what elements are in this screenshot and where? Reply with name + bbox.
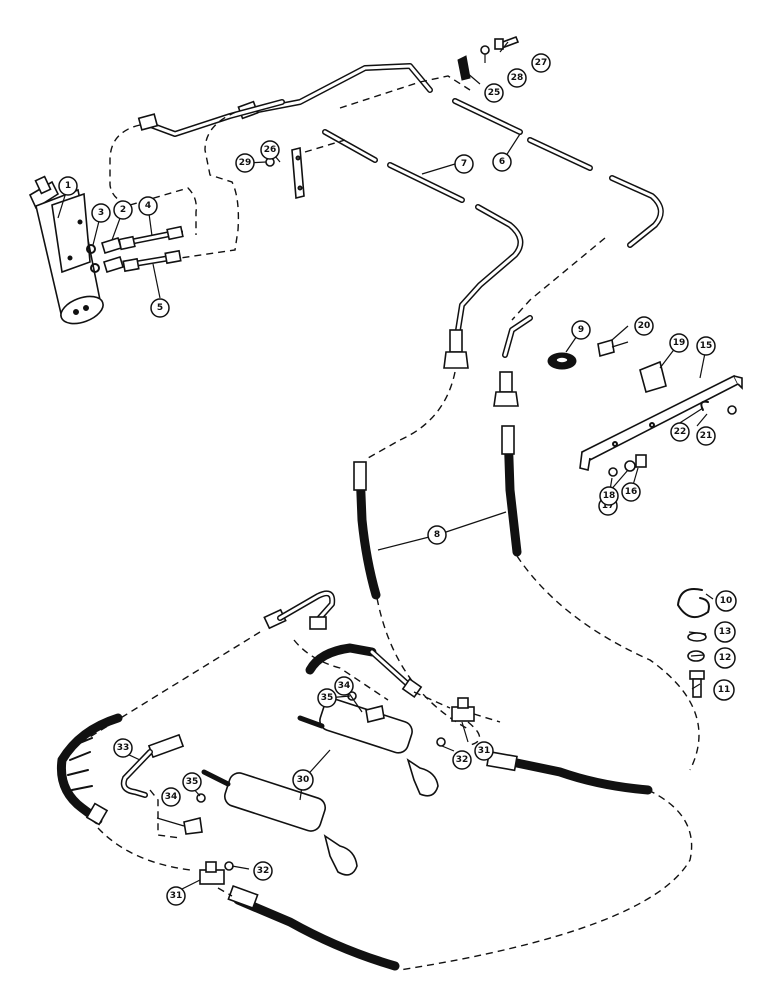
svg-text:18: 18 (603, 491, 616, 501)
lower-hose-assemblies (56, 590, 653, 971)
callout-2: 2 (113, 200, 133, 220)
short-tube-assemblies (118, 225, 184, 273)
callout-34-bottom: 34 (161, 787, 181, 807)
callout-18: 18 (599, 486, 619, 506)
svg-text:10: 10 (720, 596, 733, 606)
svg-text:21: 21 (700, 431, 713, 441)
hydraulic-hoses-8 (353, 425, 700, 771)
callout-19: 19 (669, 333, 689, 353)
callout-5: 5 (150, 298, 170, 318)
callout-30: 30 (292, 769, 314, 791)
callout-25: 25 (484, 83, 504, 103)
callout-29: 29 (235, 153, 255, 173)
callout-22: 22 (670, 422, 690, 442)
callout-31-left: 31 (166, 886, 186, 906)
callout-32-right: 32 (452, 750, 472, 770)
callout-34-top: 34 (334, 676, 354, 696)
svg-text:9: 9 (578, 325, 584, 335)
svg-text:34: 34 (338, 681, 351, 691)
callout-1: 1 (58, 176, 78, 196)
callout-33: 33 (113, 738, 133, 758)
svg-text:15: 15 (700, 341, 713, 351)
svg-text:11: 11 (718, 685, 731, 695)
svg-text:22: 22 (674, 427, 687, 437)
connection-lines-bottom (71, 631, 693, 971)
svg-text:27: 27 (535, 58, 548, 68)
callout-21: 21 (696, 426, 716, 446)
svg-text:16: 16 (625, 487, 638, 497)
steel-line-7 (137, 99, 524, 333)
callout-11: 11 (713, 679, 735, 701)
svg-text:17: 17 (602, 501, 615, 511)
connection-lines-top (109, 75, 606, 459)
callout-8: 8 (427, 525, 447, 545)
callout-6: 6 (492, 152, 512, 172)
callout-16: 16 (621, 482, 641, 502)
svg-text:30: 30 (297, 775, 310, 785)
callout-26: 26 (260, 140, 280, 160)
callout-12: 12 (714, 647, 736, 669)
svg-text:33: 33 (117, 743, 130, 753)
callout-15: 15 (696, 336, 716, 356)
steering-cylinders (201, 698, 439, 876)
callout-35-bottom: 35 (182, 772, 202, 792)
callout-4: 4 (138, 196, 158, 216)
svg-text:20: 20 (638, 321, 651, 331)
svg-text:19: 19 (673, 338, 686, 348)
svg-text:12: 12 (719, 653, 732, 663)
callout-31-right: 31 (474, 741, 494, 761)
svg-text:29: 29 (239, 158, 252, 168)
svg-text:28: 28 (511, 73, 524, 83)
svg-text:13: 13 (719, 627, 732, 637)
callout-20: 20 (634, 316, 654, 336)
svg-text:4: 4 (145, 201, 151, 211)
callout-7: 7 (454, 154, 474, 174)
hose-clip-parts (677, 588, 710, 698)
svg-text:25: 25 (488, 88, 501, 98)
callout-10: 10 (715, 590, 737, 612)
callout-35-top: 35 (317, 688, 337, 708)
svg-text:3: 3 (98, 208, 104, 218)
steel-line-6 (237, 63, 664, 248)
svg-text:31: 31 (478, 746, 491, 756)
line-end-fittings (443, 315, 533, 407)
svg-text:31: 31 (170, 891, 183, 901)
callout-3: 3 (91, 203, 111, 223)
svg-text:6: 6 (499, 157, 505, 167)
tee-and-elbow-fittings (183, 691, 475, 885)
svg-text:34: 34 (165, 792, 178, 802)
svg-text:1: 1 (65, 181, 71, 191)
callout-13: 13 (714, 621, 736, 643)
callout-27: 27 (531, 53, 551, 73)
clip-and-bracket (265, 35, 520, 200)
svg-text:32: 32 (456, 755, 469, 765)
steering-valve (28, 175, 104, 325)
svg-text:32: 32 (257, 866, 270, 876)
callout-28: 28 (507, 68, 527, 88)
callout-32-left: 32 (253, 861, 273, 881)
svg-text:35: 35 (321, 693, 334, 703)
hose-support-bracket (547, 338, 743, 477)
callout-9: 9 (571, 320, 591, 340)
svg-text:35: 35 (186, 777, 199, 787)
svg-text:8: 8 (434, 530, 440, 540)
svg-text:5: 5 (157, 303, 163, 313)
svg-text:2: 2 (120, 205, 126, 215)
svg-text:7: 7 (461, 159, 467, 169)
svg-text:26: 26 (264, 145, 277, 155)
leader-lines (57, 41, 714, 893)
